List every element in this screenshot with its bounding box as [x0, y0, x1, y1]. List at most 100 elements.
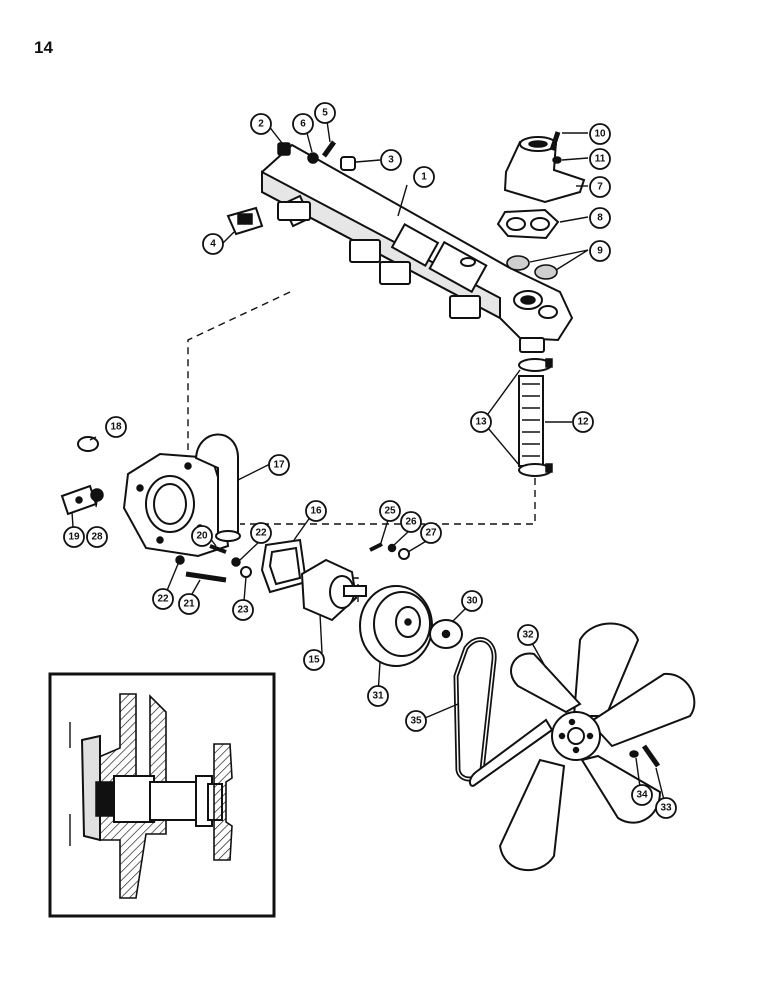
callout-35: 35	[405, 710, 427, 732]
cap-screw-21	[185, 571, 227, 583]
callout-20: 20	[191, 525, 213, 547]
cap-screw-10	[549, 131, 561, 151]
cap-screw-33	[641, 744, 661, 768]
assembly-line-hose	[240, 478, 536, 525]
washer-22	[175, 555, 241, 567]
callout-label: 15	[308, 655, 320, 666]
callout-13: 13	[470, 411, 492, 433]
callout-label: 28	[91, 532, 103, 543]
callout-label: 23	[237, 605, 249, 616]
cooling-fan	[469, 622, 696, 872]
callout-label: 25	[384, 506, 396, 517]
callout-16: 16	[305, 500, 327, 522]
callout-25: 25	[379, 500, 401, 522]
callout-label: 32	[522, 630, 534, 641]
callout-26: 26	[400, 511, 422, 533]
callout-label: 35	[410, 716, 422, 727]
callout-label: 12	[577, 417, 589, 428]
gasket-16	[260, 538, 308, 594]
thermostats-9	[506, 255, 558, 280]
callout-21: 21	[178, 593, 200, 615]
callout-31: 31	[367, 685, 389, 707]
callout-label: 11	[595, 154, 606, 165]
gasket-4	[226, 206, 264, 236]
callout-label: 7	[597, 182, 603, 193]
callout-23: 23	[232, 599, 254, 621]
callout-8: 8	[589, 207, 611, 229]
water-pump-body	[122, 433, 241, 558]
callout-label: 16	[310, 506, 322, 517]
lock-washer-34	[629, 750, 639, 758]
callout-label: 26	[405, 517, 417, 528]
callout-22-right: 22	[250, 522, 272, 544]
stud-5	[321, 140, 337, 158]
pipe-plug-2	[277, 142, 291, 156]
callout-label: 2	[258, 119, 264, 130]
gasket-8	[496, 208, 560, 240]
callout-1: 1	[413, 166, 435, 188]
callout-30: 30	[461, 590, 483, 612]
spacer-30	[429, 619, 463, 649]
callout-34: 34	[631, 784, 653, 806]
callout-7: 7	[589, 176, 611, 198]
callout-label: 3	[388, 155, 394, 166]
callout-17: 17	[268, 454, 290, 476]
assembly-line-manifold	[187, 291, 291, 450]
page-number: 14	[34, 38, 53, 57]
nut-6	[307, 152, 319, 164]
callout-label: 5	[322, 108, 328, 119]
hose-clamp-lower	[518, 463, 553, 477]
callout-label: 8	[597, 213, 603, 224]
washer-26	[387, 543, 397, 553]
callout-label: 19	[68, 532, 80, 543]
callout-4: 4	[202, 233, 224, 255]
by-pass-hose	[518, 375, 544, 467]
nut-23	[240, 566, 252, 578]
callout-label: 22	[157, 594, 169, 605]
callout-2: 2	[250, 113, 272, 135]
hose-clamp-upper	[518, 358, 553, 372]
callout-5: 5	[314, 102, 336, 124]
nut-27	[398, 548, 410, 560]
pulley	[359, 585, 433, 667]
callout-label: 34	[636, 790, 648, 801]
callout-label: 9	[597, 246, 603, 257]
callout-label: 22	[255, 528, 267, 539]
callout-label: 21	[183, 599, 195, 610]
callout-label: 30	[466, 596, 478, 607]
callout-label: 10	[594, 129, 606, 140]
callout-9: 9	[589, 240, 611, 262]
callout-18: 18	[105, 416, 127, 438]
callout-label: 1	[421, 172, 427, 183]
callout-11: 11	[589, 148, 611, 170]
callout-label: 6	[300, 119, 306, 130]
fan-belt	[453, 637, 497, 782]
callout-label: 31	[372, 691, 384, 702]
callout-label: 4	[210, 239, 216, 250]
callout-10: 10	[589, 123, 611, 145]
thermostat-housing	[503, 136, 586, 204]
callout-28: 28	[86, 526, 108, 548]
callout-label: 17	[273, 460, 285, 471]
water-manifold	[261, 143, 574, 353]
callout-label: 18	[110, 422, 122, 433]
callout-27: 27	[420, 522, 442, 544]
cross-section-inset	[48, 672, 276, 918]
lock-washer-11	[552, 156, 562, 164]
callout-19: 19	[63, 526, 85, 548]
callout-33: 33	[655, 797, 677, 819]
plug-18	[77, 436, 99, 452]
callout-22-left: 22	[152, 588, 174, 610]
callout-15: 15	[303, 649, 325, 671]
callout-label: 33	[660, 803, 672, 814]
callout-label: 20	[196, 531, 208, 542]
shaft-and-bearing	[300, 558, 367, 622]
plug-3	[340, 156, 356, 171]
callout-label: 27	[425, 528, 437, 539]
callout-label: 13	[475, 417, 487, 428]
assembly-line-pump	[352, 577, 359, 602]
gasket-19	[60, 484, 98, 516]
pin-20	[209, 544, 227, 554]
callout-6: 6	[292, 113, 314, 135]
